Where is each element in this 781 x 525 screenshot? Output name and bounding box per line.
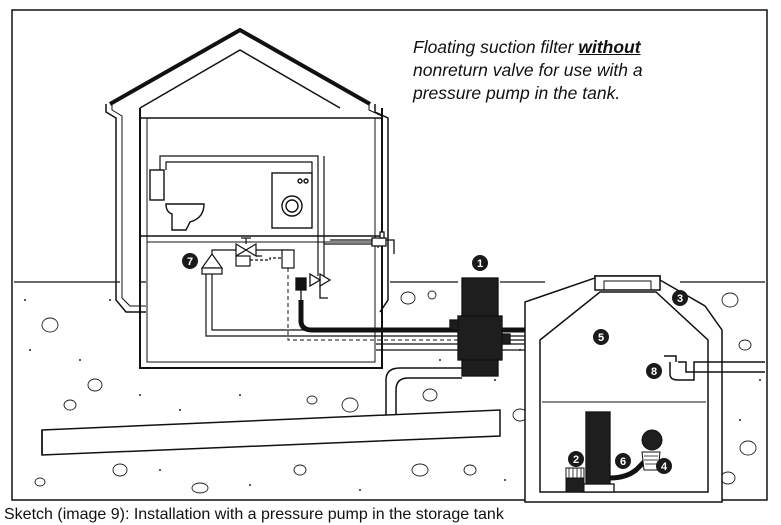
roof-inner (139, 49, 341, 109)
marker-1: 1 (472, 255, 488, 271)
washing-machine-door-inner (285, 199, 299, 213)
marker-5: 5 (593, 329, 609, 345)
float-ball (641, 429, 663, 451)
filter-collector (449, 277, 511, 377)
house-water-pipes (159, 155, 379, 276)
toilet-bowl (165, 203, 205, 231)
shutoff-valve (235, 242, 257, 258)
check-valve (295, 277, 307, 291)
pump-cable (287, 268, 561, 490)
marker-6: 6 (615, 453, 631, 469)
outside-tap (371, 231, 395, 254)
tank-shaft (594, 275, 661, 291)
tank-lid (603, 280, 652, 291)
sewer-main (41, 409, 501, 456)
collector-outlet (461, 359, 499, 377)
toilet (149, 169, 205, 231)
downpipe-left-inner (111, 104, 146, 307)
storage-tank (524, 275, 723, 503)
diagram-border (11, 9, 768, 501)
marker-7: 7 (182, 253, 198, 269)
caption-line-3: pressure pump in the tank. (413, 83, 621, 103)
solenoid-valve (235, 255, 251, 267)
floating-suction-filter (641, 429, 663, 471)
pressure-pump (581, 411, 650, 493)
pressure-hose (298, 300, 470, 333)
collector-body (457, 315, 503, 361)
nonreturn-valve (309, 272, 332, 288)
pump-body (585, 411, 611, 491)
caption-line-1-text: Floating suction filter (413, 37, 579, 57)
figure-footer-text: Sketch (image 9): Installation with a pr… (4, 506, 504, 523)
caption-emphasis: without (578, 37, 641, 57)
tank-overflow (664, 355, 765, 381)
caption-line-2: nonreturn valve for use with a (413, 60, 643, 80)
svg-text:8: 8 (651, 366, 657, 378)
marker-2: 2 (568, 451, 584, 467)
washing-machine (271, 172, 313, 229)
roof (109, 27, 371, 106)
washing-machine-knob (303, 178, 309, 184)
overflow-pipe (385, 367, 462, 420)
house (105, 27, 389, 369)
diagram-caption: Floating suction filter without nonretur… (413, 36, 753, 105)
washing-machine-knob (297, 178, 303, 184)
svg-text:4: 4 (661, 461, 668, 473)
inlet-basket (565, 467, 585, 493)
downpipe-right (374, 104, 389, 313)
svg-text:2: 2 (573, 454, 579, 466)
marker-4: 4 (656, 458, 672, 474)
wall-valves (295, 272, 332, 304)
control-box (281, 249, 295, 269)
svg-text:5: 5 (598, 332, 604, 344)
svg-text:7: 7 (187, 256, 193, 268)
toilet-cistern (149, 169, 165, 201)
marker-8: 8 (646, 363, 662, 379)
collector-top (461, 277, 499, 317)
pressure-control-assembly (200, 237, 470, 337)
marker-3: 3 (672, 290, 688, 306)
pressure-switch (200, 252, 224, 269)
tank-inner (539, 291, 709, 493)
caption-line-1: Floating suction filter without (413, 36, 753, 59)
svg-text:3: 3 (677, 293, 683, 305)
svg-text:6: 6 (620, 456, 626, 468)
downpipe-right-inner (368, 104, 383, 298)
svg-text:1: 1 (477, 258, 483, 270)
downpipe-left (105, 104, 146, 313)
